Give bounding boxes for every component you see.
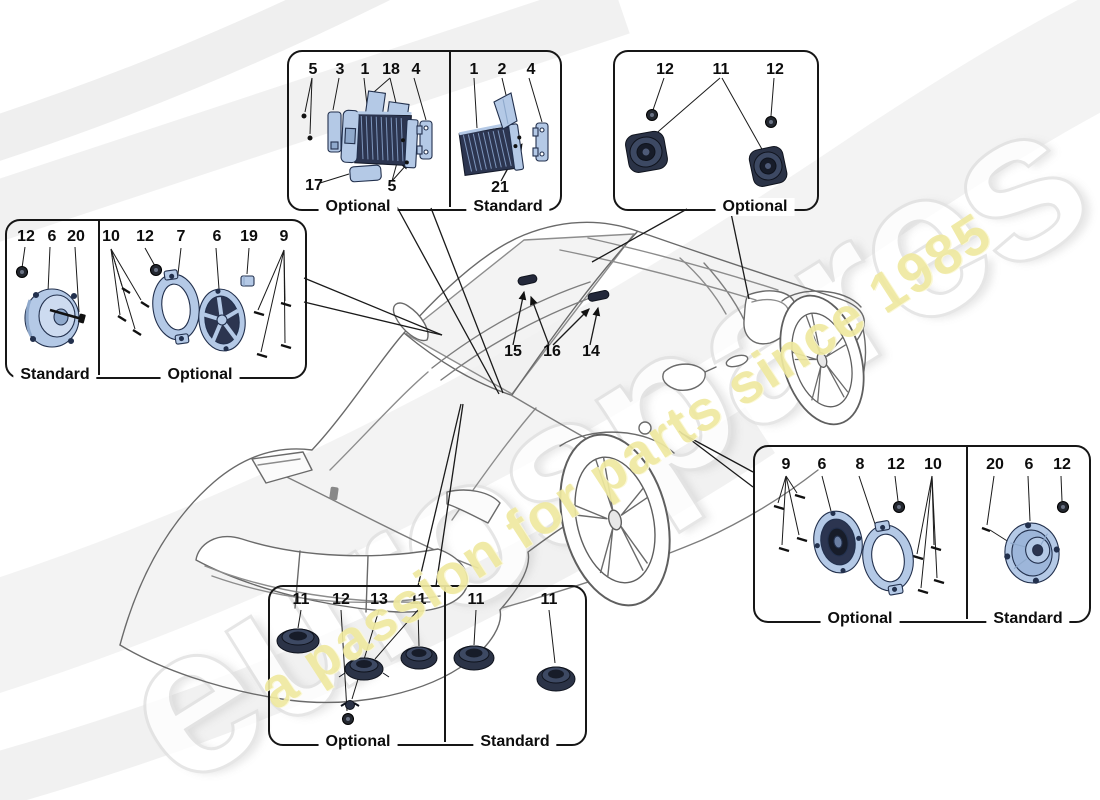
callout-5[interactable]: 5 — [308, 61, 318, 78]
amplifier-optional-parts — [301, 77, 433, 184]
dash-tweeter-parts — [517, 274, 610, 302]
clip-part — [340, 700, 360, 710]
panel-door-speakers-left — [5, 219, 307, 379]
callout-11c[interactable]: 11 — [467, 591, 485, 608]
callout-11b[interactable]: 11 — [409, 591, 427, 608]
callout-20L[interactable]: 20 — [67, 228, 85, 245]
panel-amplifier-divider — [449, 50, 451, 207]
label-right-optional: Optional — [820, 610, 900, 628]
callout-11a[interactable]: 11 — [292, 591, 310, 608]
callout-4[interactable]: 4 — [411, 61, 421, 78]
leader-lines — [303, 206, 754, 587]
shelf-speaker-parts — [276, 609, 576, 725]
callout-12L[interactable]: 12 — [17, 228, 35, 245]
callout-21[interactable]: 21 — [491, 179, 509, 196]
callout-12R[interactable]: 12 — [887, 456, 905, 473]
callout-1[interactable]: 1 — [360, 61, 370, 78]
panel-door-speakers-right — [753, 445, 1091, 623]
callout-18[interactable]: 18 — [382, 61, 400, 78]
callout-15[interactable]: 15 — [504, 343, 522, 360]
small-speaker — [400, 646, 438, 670]
label-right-standard: Standard — [986, 610, 1070, 628]
callout-12sh[interactable]: 12 — [332, 591, 350, 608]
callout-12Rs[interactable]: 12 — [1053, 456, 1071, 473]
callout-8R[interactable]: 8 — [855, 456, 865, 473]
callout-17[interactable]: 17 — [305, 177, 323, 194]
callout-3[interactable]: 3 — [335, 61, 345, 78]
callout-13[interactable]: 13 — [370, 591, 388, 608]
callout-4s[interactable]: 4 — [526, 61, 536, 78]
label-amp-optional: Optional — [318, 198, 398, 216]
callout-6R[interactable]: 6 — [817, 456, 827, 473]
small-speaker — [338, 657, 390, 681]
callout-11d[interactable]: 11 — [540, 591, 558, 608]
small-speaker — [276, 628, 320, 654]
callout-6L[interactable]: 6 — [47, 228, 57, 245]
callout-10R[interactable]: 10 — [924, 456, 942, 473]
cabin-speaker-parts — [625, 77, 788, 187]
right-door-speaker-parts — [773, 475, 1070, 596]
label-left-standard: Standard — [13, 366, 97, 384]
callout-1s[interactable]: 1 — [469, 61, 479, 78]
callout-12[interactable]: 12 — [656, 61, 674, 78]
front-wheel — [559, 433, 671, 607]
panel-amplifier — [287, 50, 562, 211]
label-amp-standard: Standard — [466, 198, 550, 216]
panel-shelf-speakers — [268, 585, 587, 746]
callout-6Lo[interactable]: 6 — [212, 228, 222, 245]
callout-7L[interactable]: 7 — [176, 228, 186, 245]
callout-5b[interactable]: 5 — [387, 178, 397, 195]
callout-6Rs[interactable]: 6 — [1024, 456, 1034, 473]
callout-20R[interactable]: 20 — [986, 456, 1004, 473]
callout-9L[interactable]: 9 — [279, 228, 289, 245]
left-door-speaker-parts — [15, 246, 292, 359]
callout-2s[interactable]: 2 — [497, 61, 507, 78]
panel-door-left-divider — [98, 219, 100, 375]
rear-wheel — [779, 294, 865, 426]
label-cabin-optional: Optional — [715, 198, 795, 216]
label-shelf-optional: Optional — [318, 733, 398, 751]
label-left-optional: Optional — [160, 366, 240, 384]
panel-door-right-divider — [966, 445, 968, 619]
small-speaker — [536, 666, 576, 692]
amplifier-standard-parts — [458, 77, 549, 182]
callout-10L[interactable]: 10 — [102, 228, 120, 245]
callout-14[interactable]: 14 — [582, 343, 600, 360]
callout-12Lo[interactable]: 12 — [136, 228, 154, 245]
callout-19L[interactable]: 19 — [240, 228, 258, 245]
callout-16[interactable]: 16 — [543, 343, 561, 360]
callout-9R[interactable]: 9 — [781, 456, 791, 473]
label-shelf-standard: Standard — [473, 733, 557, 751]
callout-12b[interactable]: 12 — [766, 61, 784, 78]
small-speaker — [453, 645, 495, 671]
panel-shelf-divider — [444, 585, 446, 742]
callout-11[interactable]: 11 — [712, 61, 730, 78]
